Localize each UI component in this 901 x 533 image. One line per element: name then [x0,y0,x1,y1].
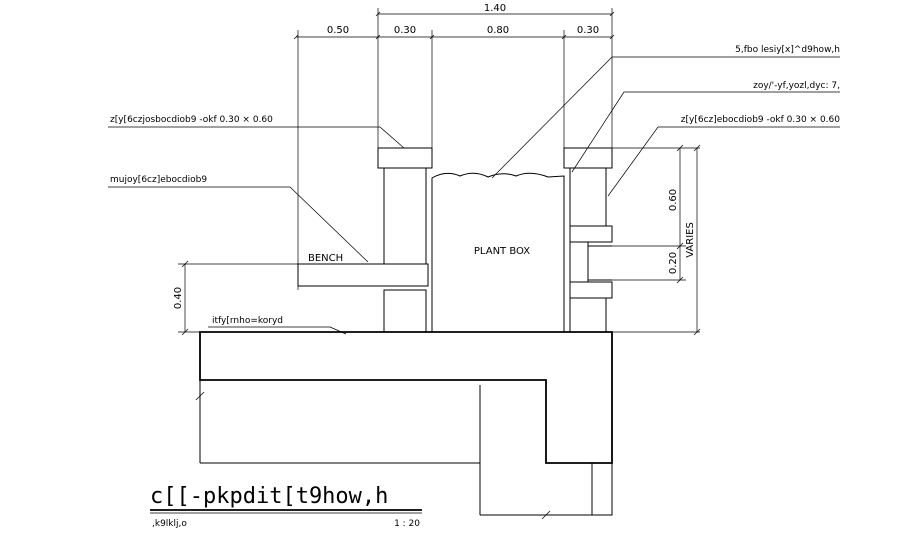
bench: BENCH [297,253,429,287]
top-dimensions: 1.40 0.50 0.30 0.80 0.30 [293,3,615,290]
drawing-scale: 1 : 20 [394,519,420,529]
bench-label: BENCH [308,253,343,264]
plant-box-label: PLANT BOX [474,246,530,257]
left-wall [377,147,433,333]
plant-box-soil [431,172,565,333]
dim-right-h2: 0.20 [668,252,679,274]
note-right-coping: z[y[6cz]ebocdiob9 -okf 0.30 × 0.60 [681,115,840,125]
note-ground: itfy[rnho=koryd [212,316,283,326]
left-dimensions: 0.40 [173,260,298,336]
right-dimensions: 0.60 0.20 VARIES [612,144,701,336]
right-wall [563,147,613,333]
foundation-brick [591,462,613,516]
below-slab-lines [195,380,592,520]
dim-right-h1: 0.60 [668,189,679,211]
dim-w4: 0.30 [577,25,599,36]
dim-w2: 0.30 [394,25,416,36]
drawing-title: c[[-pkpdit[t9how,h [150,484,388,509]
title-block: c[[-pkpdit[t9how,h ,k9lklj,o 1 : 20 [150,484,422,529]
dim-w3: 0.80 [487,25,509,36]
note-left-coping: z[y[6czjosbocdiob9 -okf 0.30 × 0.60 [110,115,273,125]
note-left-wall: mujoy[6cz]ebocdiob9 [110,175,207,185]
drawing-subtitle: ,k9lklj,o [152,519,187,529]
dim-right-varies: VARIES [685,222,696,258]
base-slab [199,331,613,464]
dim-overall: 1.40 [484,3,506,14]
note-right-mid: zoy/'-yf,yozl,dyc: 7, [753,81,840,91]
note-soil: 5,fbo lesiy[x]^d9how,h [735,45,840,55]
dim-left-h: 0.40 [173,287,184,309]
dim-w1: 0.50 [327,25,349,36]
leader-notes: 5,fbo lesiy[x]^d9how,h zoy/'-yf,yozl,dyc… [108,45,840,335]
